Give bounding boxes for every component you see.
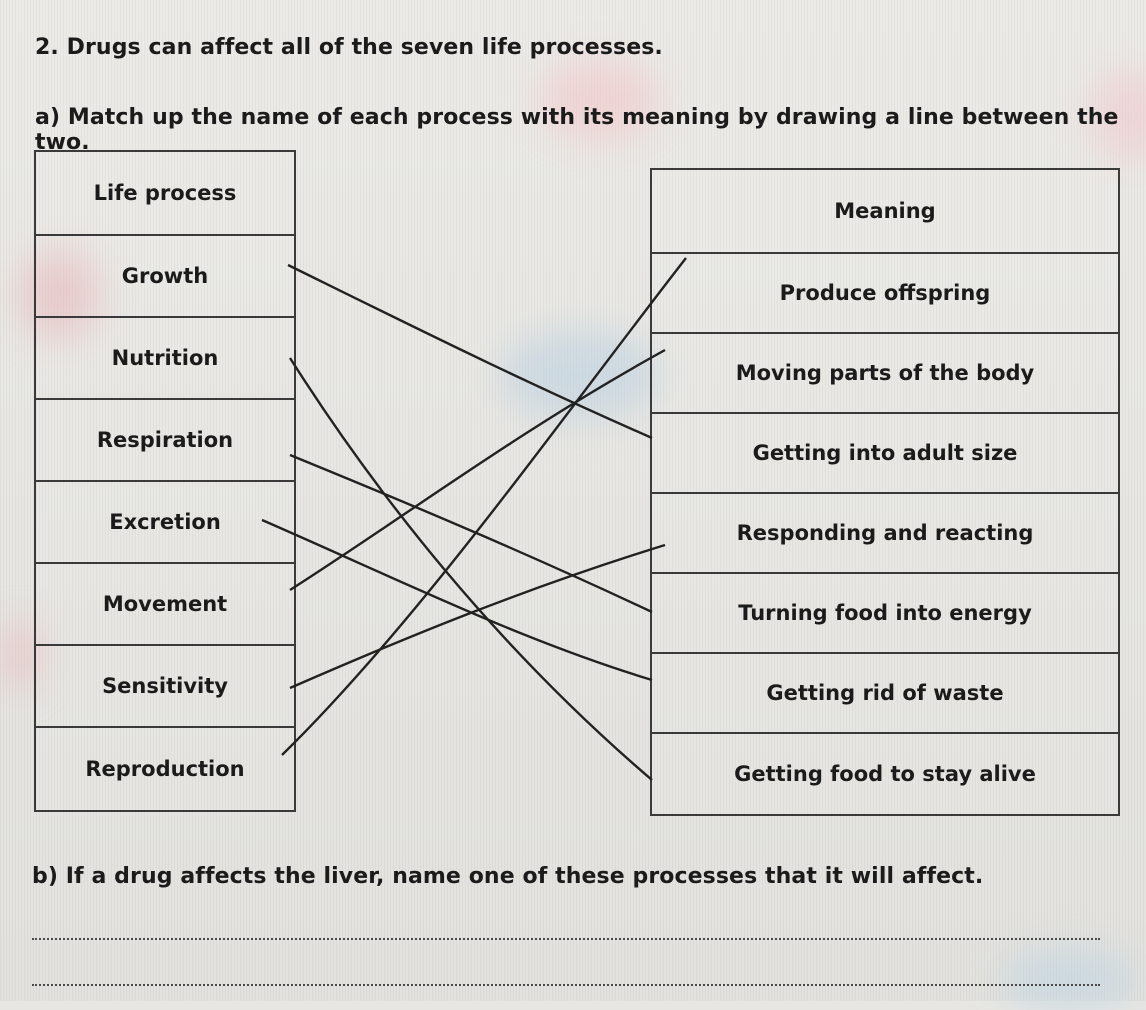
match-line-growth <box>287 263 653 440</box>
life-process-table: Life process Growth Nutrition Respiratio… <box>34 150 296 812</box>
match-line-excretion <box>261 518 653 682</box>
meaning-rid-waste: Getting rid of waste <box>652 654 1118 734</box>
life-process-header: Life process <box>36 152 294 236</box>
life-process-movement: Movement <box>36 564 294 646</box>
life-process-reproduction: Reproduction <box>85 757 245 781</box>
meaning-moving-parts: Moving parts of the body <box>652 334 1118 414</box>
meaning-produce-offspring: Produce offspring <box>652 254 1118 334</box>
match-line-respiration <box>289 453 653 614</box>
background-blob <box>1090 70 1146 160</box>
life-process-respiration: Respiration <box>36 400 294 482</box>
life-process-sensitivity: Sensitivity <box>36 646 294 728</box>
meaning-header: Meaning <box>652 170 1118 254</box>
question-title: 2. Drugs can affect all of the seven lif… <box>35 35 663 60</box>
match-line-nutrition <box>288 357 653 781</box>
background-blob <box>0 620 40 690</box>
background-blob <box>1000 950 1140 1010</box>
answer-line-1[interactable] <box>32 938 1100 940</box>
meaning-food-alive: Getting food to stay alive <box>734 762 1036 786</box>
life-process-growth: Growth <box>36 236 294 318</box>
meaning-table: Meaning Produce offspring Moving parts o… <box>650 168 1120 816</box>
meaning-responding: Responding and reacting <box>652 494 1118 574</box>
match-line-reproduction <box>281 257 687 756</box>
answer-line-2[interactable] <box>32 984 1100 986</box>
meaning-adult-size: Getting into adult size <box>652 414 1118 494</box>
life-process-excretion: Excretion <box>36 482 294 564</box>
meaning-food-energy: Turning food into energy <box>652 574 1118 654</box>
question-part-b: b) If a drug affects the liver, name one… <box>32 864 984 889</box>
background-blob <box>540 60 660 140</box>
life-process-nutrition: Nutrition <box>36 318 294 400</box>
background-blob <box>20 250 100 340</box>
match-line-sensitivity <box>289 543 666 690</box>
match-line-movement <box>289 348 666 592</box>
